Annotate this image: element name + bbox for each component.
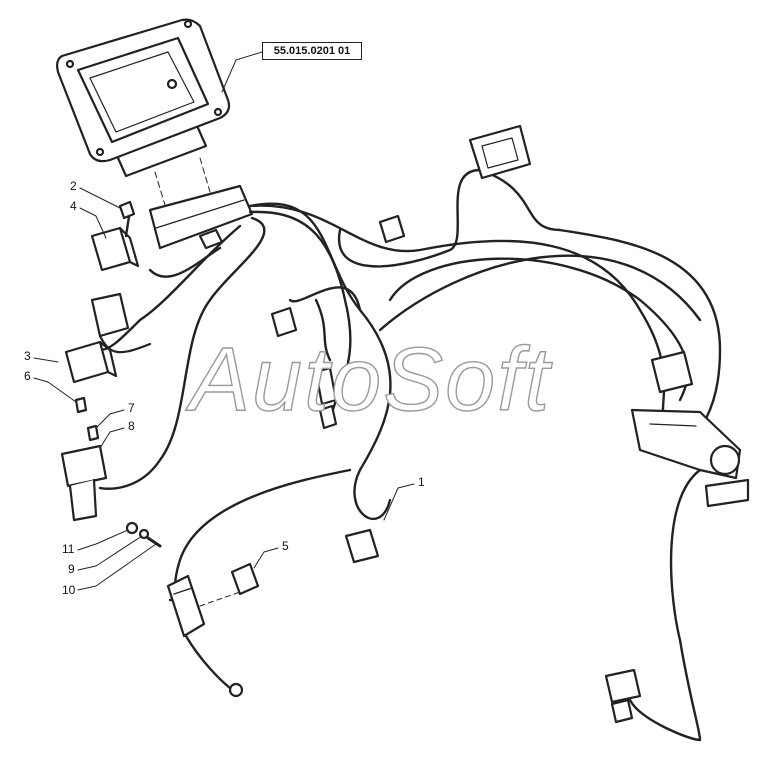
fuse-6 [74, 396, 88, 414]
fuse-7 [86, 424, 100, 442]
harness-wires [98, 168, 722, 742]
connector-bottom-right [604, 668, 642, 724]
callout-leaders [33, 187, 415, 591]
ecu-module [56, 18, 231, 178]
callout-7: 7 [128, 401, 135, 415]
callout-2: 2 [70, 179, 77, 193]
callout-3: 3 [24, 349, 31, 363]
relay-4 [90, 226, 140, 272]
callout-6: 6 [24, 369, 31, 383]
ring-terminal [228, 682, 244, 698]
nut-11 [125, 521, 139, 535]
callout-10: 10 [62, 583, 76, 597]
callout-8: 8 [128, 419, 135, 433]
clip-2 [118, 200, 136, 220]
relay-socket [90, 292, 152, 354]
small-connector-top [378, 214, 406, 244]
reference-number-box: 55.015.0201 01 [262, 42, 362, 60]
ecu-connector [148, 184, 254, 250]
large-connector-right [630, 408, 750, 508]
fuse [230, 562, 260, 596]
callout-11: 11 [62, 542, 75, 556]
callout-5: 5 [282, 539, 289, 553]
connector-right [650, 350, 694, 394]
bolt-10 [146, 536, 162, 548]
fuse-holder [166, 574, 206, 638]
inline-connector [314, 366, 338, 430]
callout-4: 4 [70, 199, 77, 213]
connector-mid-left [270, 306, 298, 338]
relay-3 [64, 340, 118, 384]
callout-9: 9 [68, 562, 75, 576]
top-connector [468, 124, 532, 180]
fuse-box-8 [60, 444, 108, 522]
connector-bottom-middle [344, 528, 380, 564]
watermark: AutoSoft [189, 330, 552, 430]
callout-1: 1 [418, 475, 425, 489]
